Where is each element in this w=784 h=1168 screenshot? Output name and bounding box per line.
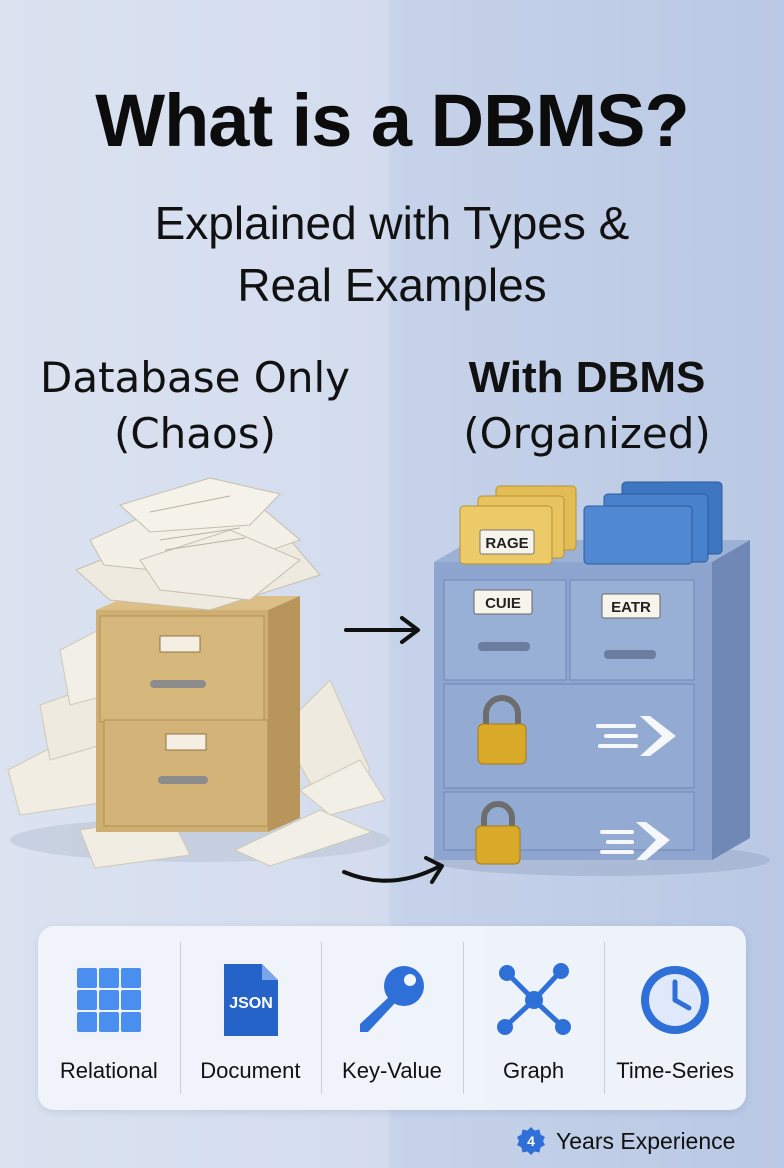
dbms-types-card: Relational JSON Document Key-Value: [38, 926, 746, 1110]
organized-cabinet-icon: [434, 481, 750, 865]
transition-arrow-icon: [344, 616, 420, 644]
type-label-graph: Graph: [503, 1058, 565, 1083]
type-label-document: Document: [200, 1058, 301, 1083]
yellow-folders-icon: [459, 485, 577, 565]
left-subheading-text: (Chaos): [113, 409, 277, 458]
json-document-icon: JSON: [224, 964, 279, 1036]
graph-nodes-icon: [496, 963, 571, 1035]
comparison-illustration: RAGE CUIE EATR: [7, 477, 770, 884]
left-heading-text: Database Only: [40, 353, 350, 402]
type-document: JSON Document: [179, 926, 322, 1110]
clock-icon: [641, 966, 710, 1034]
experience-badge: 4 Years Experience: [516, 1124, 735, 1158]
seal-badge-icon: 4: [517, 1127, 545, 1155]
json-text: JSON: [230, 995, 274, 1012]
subtitle-line-1: Explained with Types &: [154, 197, 630, 249]
right-heading-text: With DBMS: [468, 353, 706, 402]
drawer-label-1: CUIE: [485, 595, 521, 612]
type-time-series: Time-Series: [604, 926, 746, 1110]
right-panel-heading: With DBMS (Organized): [390, 350, 784, 462]
badge-number: 4: [527, 1133, 535, 1149]
right-subheading-text: (Organized): [463, 409, 711, 458]
speed-arrow-icon: [600, 822, 670, 860]
page-subtitle: Explained with Types & Real Examples: [0, 192, 784, 316]
speed-arrow-icon: [596, 716, 676, 756]
curved-arrow-icon: [342, 856, 444, 884]
type-graph: Graph: [462, 926, 605, 1110]
padlock-icon: [475, 801, 521, 865]
badge-text: Years Experience: [556, 1127, 736, 1154]
drawer-label-2: EATR: [611, 599, 651, 616]
padlock-icon: [477, 695, 527, 765]
paper-pile-icon: [75, 477, 321, 611]
messy-cabinet-icon: [96, 596, 300, 832]
blue-folders-icon: [583, 481, 723, 565]
type-key-value: Key-Value: [321, 926, 463, 1110]
type-label-key-value: Key-Value: [342, 1058, 442, 1083]
type-label-time-series: Time-Series: [616, 1058, 735, 1083]
left-panel-heading: Database Only (Chaos): [0, 350, 390, 462]
type-label-relational: Relational: [59, 1058, 158, 1083]
key-icon: [359, 966, 424, 1032]
subtitle-line-2: Real Examples: [237, 259, 547, 311]
type-relational: Relational: [38, 926, 180, 1110]
folder-label: RAGE: [485, 535, 528, 552]
grid-icon: [76, 968, 141, 1032]
page-title: What is a DBMS?: [95, 79, 689, 162]
